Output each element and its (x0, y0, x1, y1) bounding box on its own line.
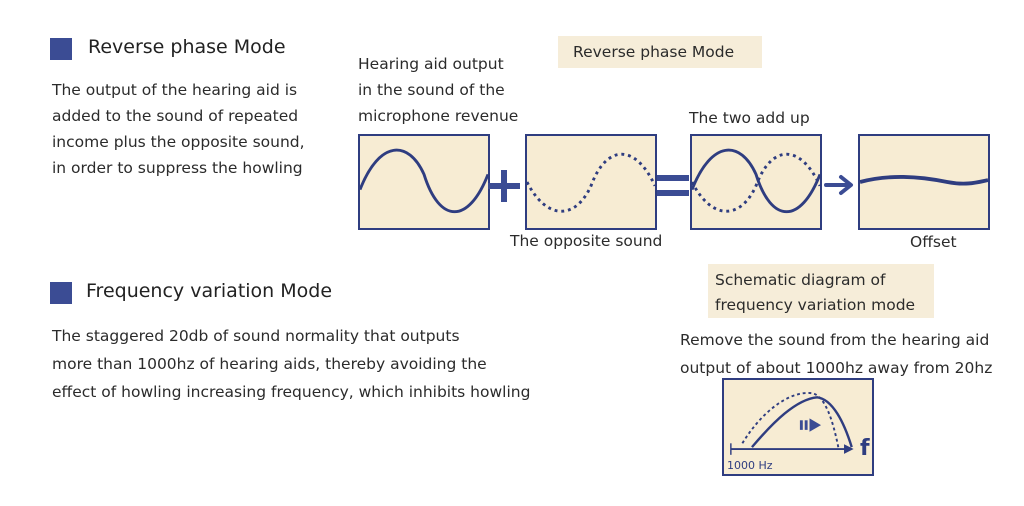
two-add-up-label: The two add up (689, 109, 810, 127)
frequency-desc-line: The staggered 20db of sound normality th… (52, 327, 460, 345)
equals-icon (657, 175, 689, 196)
hearing-label-line: microphone revenue (358, 107, 519, 125)
hearing-label-line: in the sound of the (358, 81, 505, 99)
hearing-aid-output-label: Hearing aid output in the sound of the m… (358, 51, 518, 129)
frequency-schematic-badge: Schematic diagram of frequency variation… (708, 264, 934, 318)
opposite-wave-panel (525, 134, 657, 230)
hearing-aid-wave-panel (358, 134, 490, 230)
frequency-desc-line: more than 1000hz of hearing aids, thereb… (52, 355, 487, 373)
section-marker-frequency (50, 282, 72, 304)
frequency-desc-line: effect of howling increasing frequency, … (52, 383, 531, 401)
arrow-right-icon (824, 175, 853, 195)
section-marker-reverse (50, 38, 72, 60)
remove-text-line: Remove the sound from the hearing aid (680, 331, 990, 349)
reverse-desc-line: added to the sound of repeated (52, 107, 299, 125)
reverse-desc-line: The output of the hearing aid is (52, 81, 298, 99)
frequency-variation-description: The staggered 20db of sound normality th… (52, 322, 530, 406)
combined-wave-panel (690, 134, 822, 230)
remove-sound-text: Remove the sound from the hearing aid ou… (680, 326, 992, 382)
reverse-phase-description: The output of the hearing aid is added t… (52, 77, 305, 181)
hearing-label-line: Hearing aid output (358, 55, 504, 73)
reverse-phase-badge: Reverse phase Mode (558, 36, 762, 68)
reverse-desc-line: income plus the opposite sound, (52, 133, 305, 151)
badge-line: frequency variation mode (715, 296, 916, 314)
graph-x-label: 1000 Hz (727, 459, 773, 472)
offset-label: Offset (910, 233, 957, 251)
offset-wave-panel (858, 134, 990, 230)
frequency-shift-graph: 1000 Hz f (722, 378, 874, 476)
reverse-phase-title: Reverse phase Mode (88, 36, 286, 58)
dashed-wave-diagram (527, 153, 655, 213)
reverse-desc-line: in order to suppress the howling (52, 159, 303, 177)
remove-text-line: output of about 1000hz away from 20hz (680, 359, 993, 377)
flat-wave-diagram (860, 175, 988, 186)
combined-wave-diagram (692, 148, 820, 214)
graph-axis-label: f (860, 436, 870, 461)
frequency-curve-diagram (730, 392, 854, 455)
sine-wave-diagram (360, 148, 488, 214)
opposite-sound-label: The opposite sound (510, 232, 663, 250)
frequency-variation-title: Frequency variation Mode (86, 280, 333, 302)
badge-line: Schematic diagram of (715, 271, 886, 289)
plus-icon (488, 170, 520, 202)
